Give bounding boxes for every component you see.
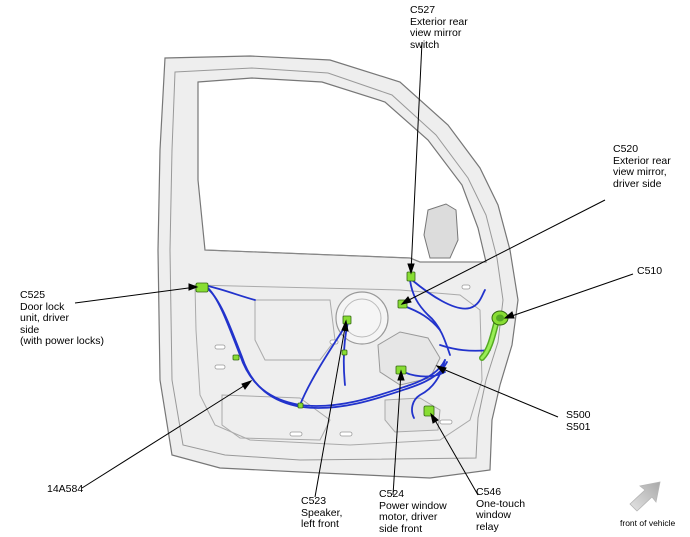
label-s500: S500 S501	[566, 409, 591, 433]
label-c510: C510	[637, 265, 663, 278]
label-c525-desc-1: Door lock	[20, 300, 65, 313]
label-c546-desc-3: relay	[476, 520, 499, 533]
label-harness: 14A584	[47, 483, 84, 496]
label-c546-desc-2: window	[476, 509, 512, 521]
label-c546-code: C546	[476, 486, 502, 498]
label-c520-desc-2: view mirror,	[613, 166, 667, 178]
label-c527-desc-3: switch	[410, 38, 440, 51]
front-of-vehicle-text: front of vehicle	[620, 518, 676, 528]
label-c520-desc-1: Exterior rear	[613, 154, 671, 167]
label-c520-desc-3: driver side	[613, 177, 662, 190]
inner-cutout-lower	[221, 394, 331, 441]
label-s501-code: S501	[566, 420, 591, 433]
label-c524-desc-1: Power window	[379, 499, 447, 512]
label-c546-desc-1: One-touch	[476, 497, 526, 510]
label-c523-code: C523	[301, 495, 327, 507]
label-c527-desc-1: Exterior rear	[410, 15, 468, 28]
connector-c525	[195, 282, 209, 293]
label-c525: C525 Door lock unit, driver side (with p…	[20, 289, 105, 348]
label-c524-code: C524	[379, 488, 405, 500]
c510-grommet	[479, 310, 509, 361]
label-c510-code: C510	[637, 265, 663, 277]
label-c525-desc-3: side	[20, 323, 40, 336]
label-s500-code: S500	[566, 409, 591, 421]
label-c523-desc-1: Speaker,	[301, 506, 343, 519]
label-c546: C546 One-touch window relay	[476, 486, 526, 533]
label-c525-code: C525	[20, 289, 46, 301]
window-sill	[204, 249, 486, 263]
inner-cutout-upper	[254, 299, 336, 361]
label-c524: C524 Power window motor, driver side fro…	[379, 488, 447, 535]
front-of-vehicle-label: front of vehicle	[620, 518, 675, 530]
panel-slots	[214, 284, 471, 437]
label-c525-desc-4: (with power locks)	[20, 335, 105, 347]
connector-c546	[423, 405, 435, 417]
connector-clip-3	[341, 349, 348, 356]
inner-frame	[194, 284, 483, 446]
label-c524-desc-2: motor, driver	[379, 511, 438, 523]
motor-plate	[377, 331, 441, 386]
label-c525-desc-2: unit, driver	[20, 312, 70, 324]
label-c520-code: C520	[613, 143, 639, 155]
label-c523-desc-2: left front	[301, 518, 339, 530]
label-c527: C527 Exterior rear view mirror switch	[410, 4, 468, 51]
label-c527-desc-2: view mirror	[410, 27, 462, 39]
label-c527-code: C527	[410, 4, 436, 16]
door-inner-rim	[169, 67, 504, 461]
connector-clip-1	[232, 354, 240, 361]
label-c520: C520 Exterior rear view mirror, driver s…	[613, 143, 671, 190]
exterior-mirror	[423, 203, 459, 259]
leader-lines	[74, 41, 634, 498]
label-harness-code: 14A584	[47, 483, 84, 495]
connector-clip-2	[297, 402, 304, 409]
speaker-opening	[335, 291, 389, 345]
label-c523: C523 Speaker, left front	[301, 495, 343, 531]
connector-c523	[342, 315, 352, 325]
front-of-vehicle-icon	[629, 481, 661, 512]
label-c524-desc-3: side front	[379, 522, 423, 535]
